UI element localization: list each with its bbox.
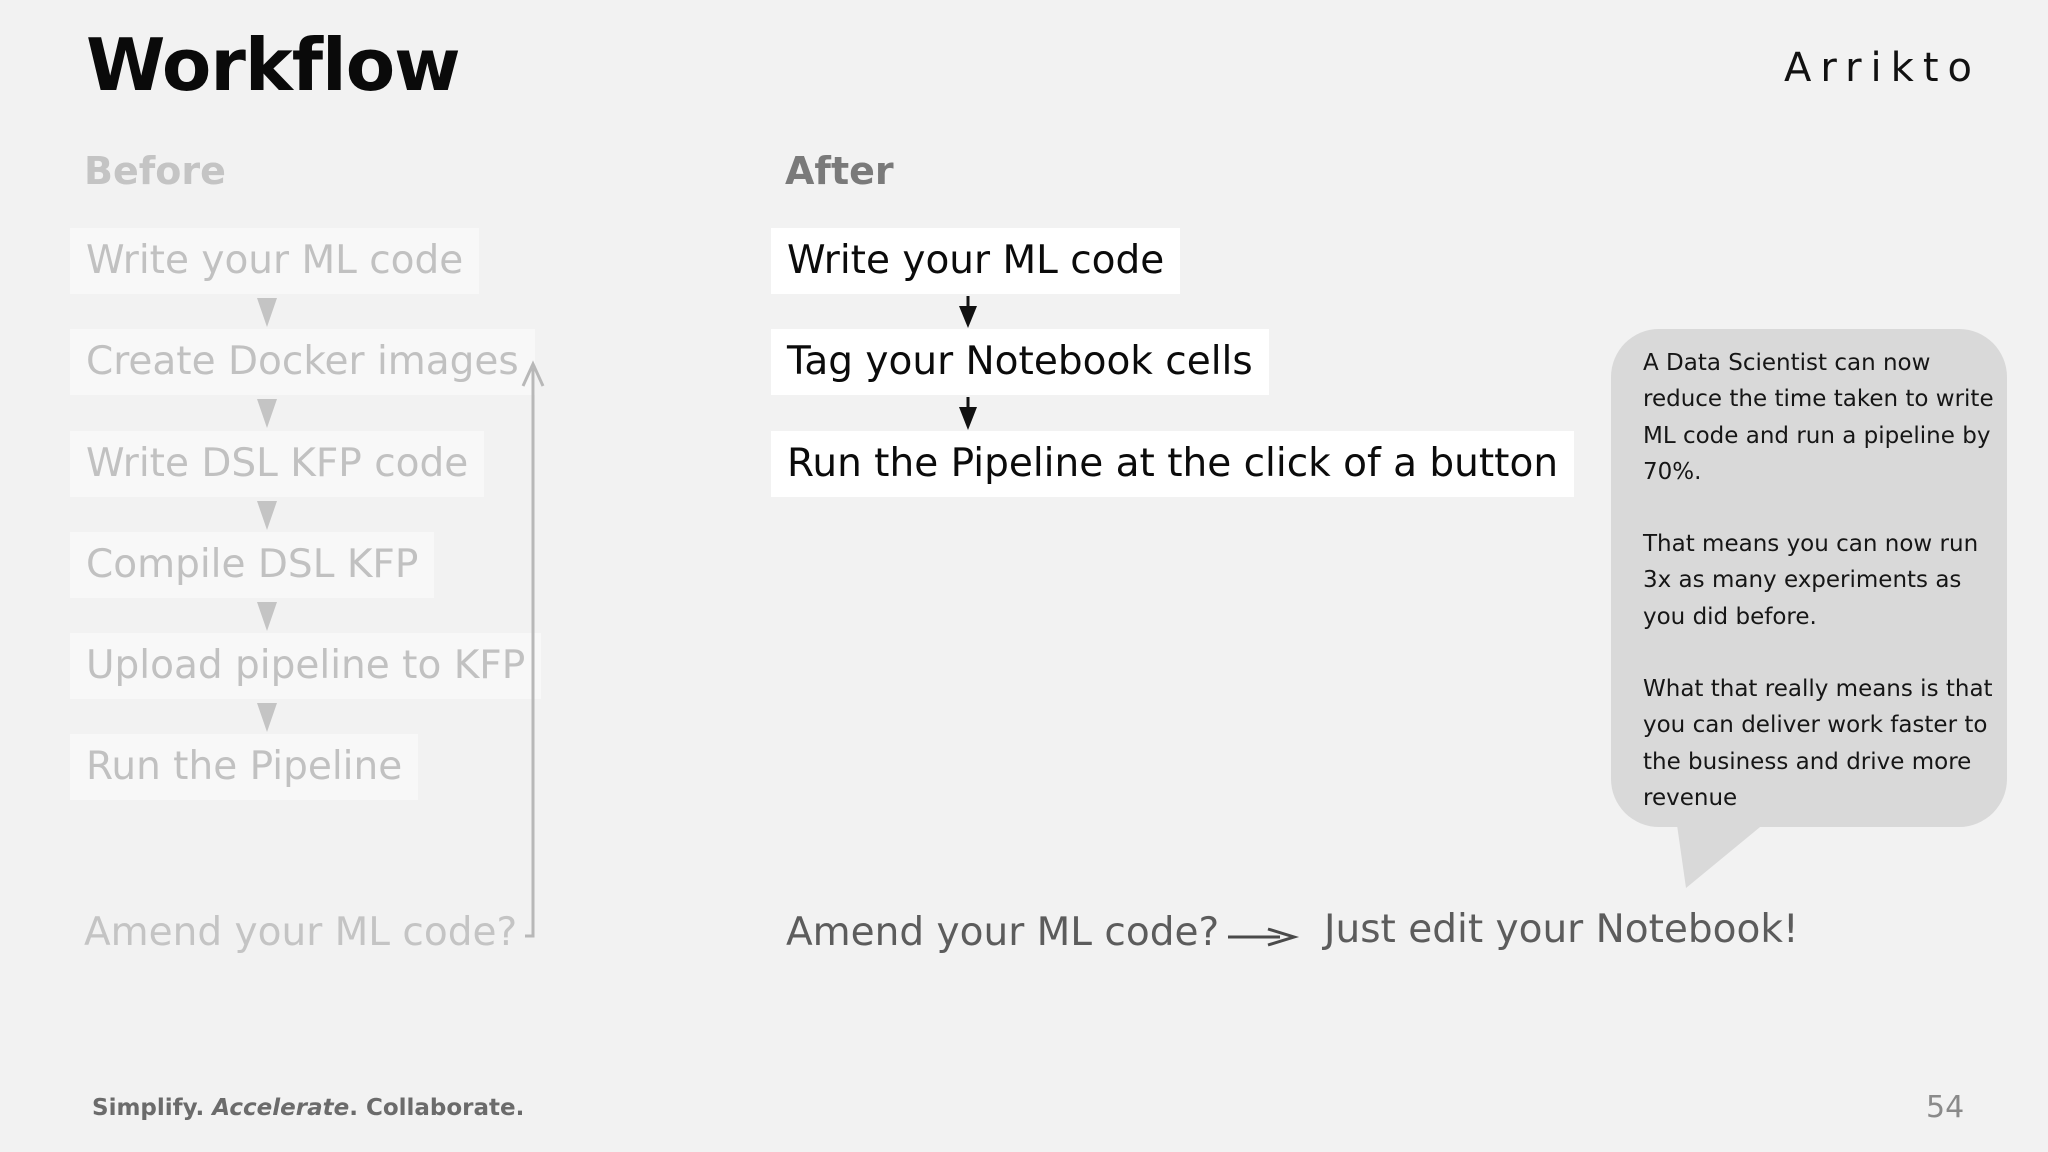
- slide-title: Workflow: [86, 23, 461, 107]
- before-heading: Before: [84, 149, 226, 193]
- before-down-arrows: [257, 298, 277, 732]
- callout-paragraph-1: A Data Scientist can now reduce the time…: [1643, 350, 1994, 485]
- callout-bubble: A Data Scientist can now reduce the time…: [1611, 329, 2007, 827]
- before-step-create-docker-images: Create Docker images: [70, 329, 535, 395]
- after-down-arrows: [959, 296, 977, 430]
- after-step-run-pipeline-click: Run the Pipeline at the click of a butto…: [771, 431, 1575, 497]
- after-heading: After: [785, 149, 894, 193]
- before-step-upload-pipeline: Upload pipeline to KFP: [70, 633, 542, 699]
- after-arrow-1: [959, 306, 977, 328]
- before-loopback-arrow: [521, 360, 545, 938]
- tagline-collaborate: . Collaborate.: [349, 1095, 525, 1121]
- after-step-tag-notebook-cells: Tag your Notebook cells: [771, 329, 1269, 395]
- tagline-simplify: Simplify.: [92, 1095, 205, 1121]
- after-amend-question: Amend your ML code?: [786, 910, 1220, 955]
- arrikto-logo: Arrikto: [1784, 45, 1981, 91]
- after-amend-answer: Just edit your Notebook!: [1324, 907, 1799, 952]
- footer-tagline: Simplify. Accelerate. Collaborate.: [92, 1092, 524, 1124]
- right-arrow-icon: [1228, 927, 1300, 947]
- before-step-write-dsl-kfp-code: Write DSL KFP code: [70, 431, 485, 497]
- page-number: 54: [1926, 1090, 1965, 1125]
- before-arrow-2: [257, 399, 277, 428]
- callout-paragraph-2: That means you can now run 3x as many ex…: [1643, 531, 1979, 630]
- before-arrow-1: [257, 298, 277, 327]
- after-arrow-2: [959, 407, 977, 430]
- before-amend-question: Amend your ML code?: [84, 910, 518, 955]
- callout-paragraph-3: What that really means is that you can d…: [1643, 676, 1993, 811]
- before-arrow-4: [257, 602, 277, 631]
- before-arrow-3: [257, 501, 277, 530]
- before-step-run-pipeline: Run the Pipeline: [70, 734, 419, 800]
- tagline-accelerate: Accelerate: [212, 1095, 350, 1121]
- after-step-write-ml-code: Write your ML code: [771, 228, 1181, 294]
- before-step-write-ml-code: Write your ML code: [70, 228, 480, 294]
- before-step-compile-dsl-kfp: Compile DSL KFP: [70, 532, 435, 598]
- before-arrow-5: [257, 703, 277, 732]
- callout-bubble-tail: [1676, 818, 1771, 888]
